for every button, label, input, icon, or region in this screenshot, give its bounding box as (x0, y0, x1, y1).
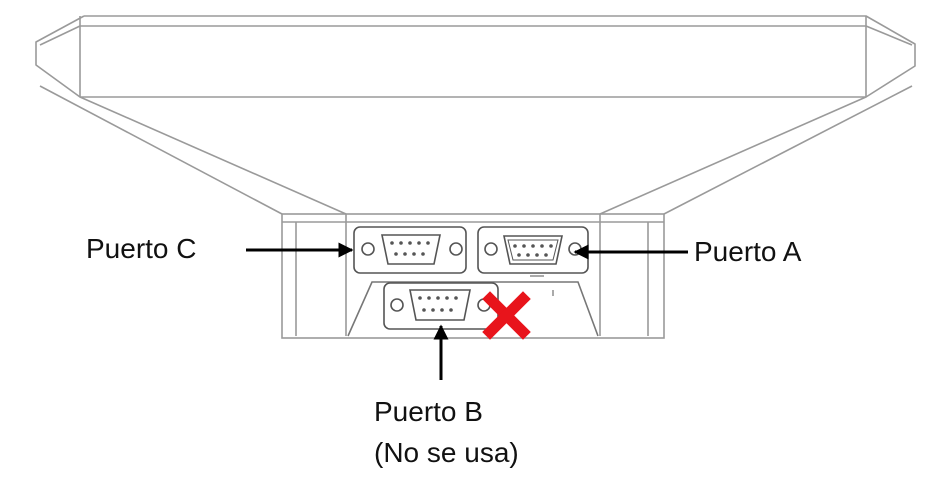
label-port-b: Puerto B (374, 396, 483, 427)
label-port-c: Puerto C (86, 233, 197, 264)
port-b-connector (383, 282, 499, 330)
port-a-connector (477, 226, 589, 296)
label-port-a: Puerto A (694, 236, 802, 267)
port-c-connector (353, 226, 467, 274)
label-port-b-note: (No se usa) (374, 437, 519, 468)
red-x-icon (482, 291, 531, 340)
device-housing (35, 15, 916, 215)
connector-block (281, 213, 665, 339)
